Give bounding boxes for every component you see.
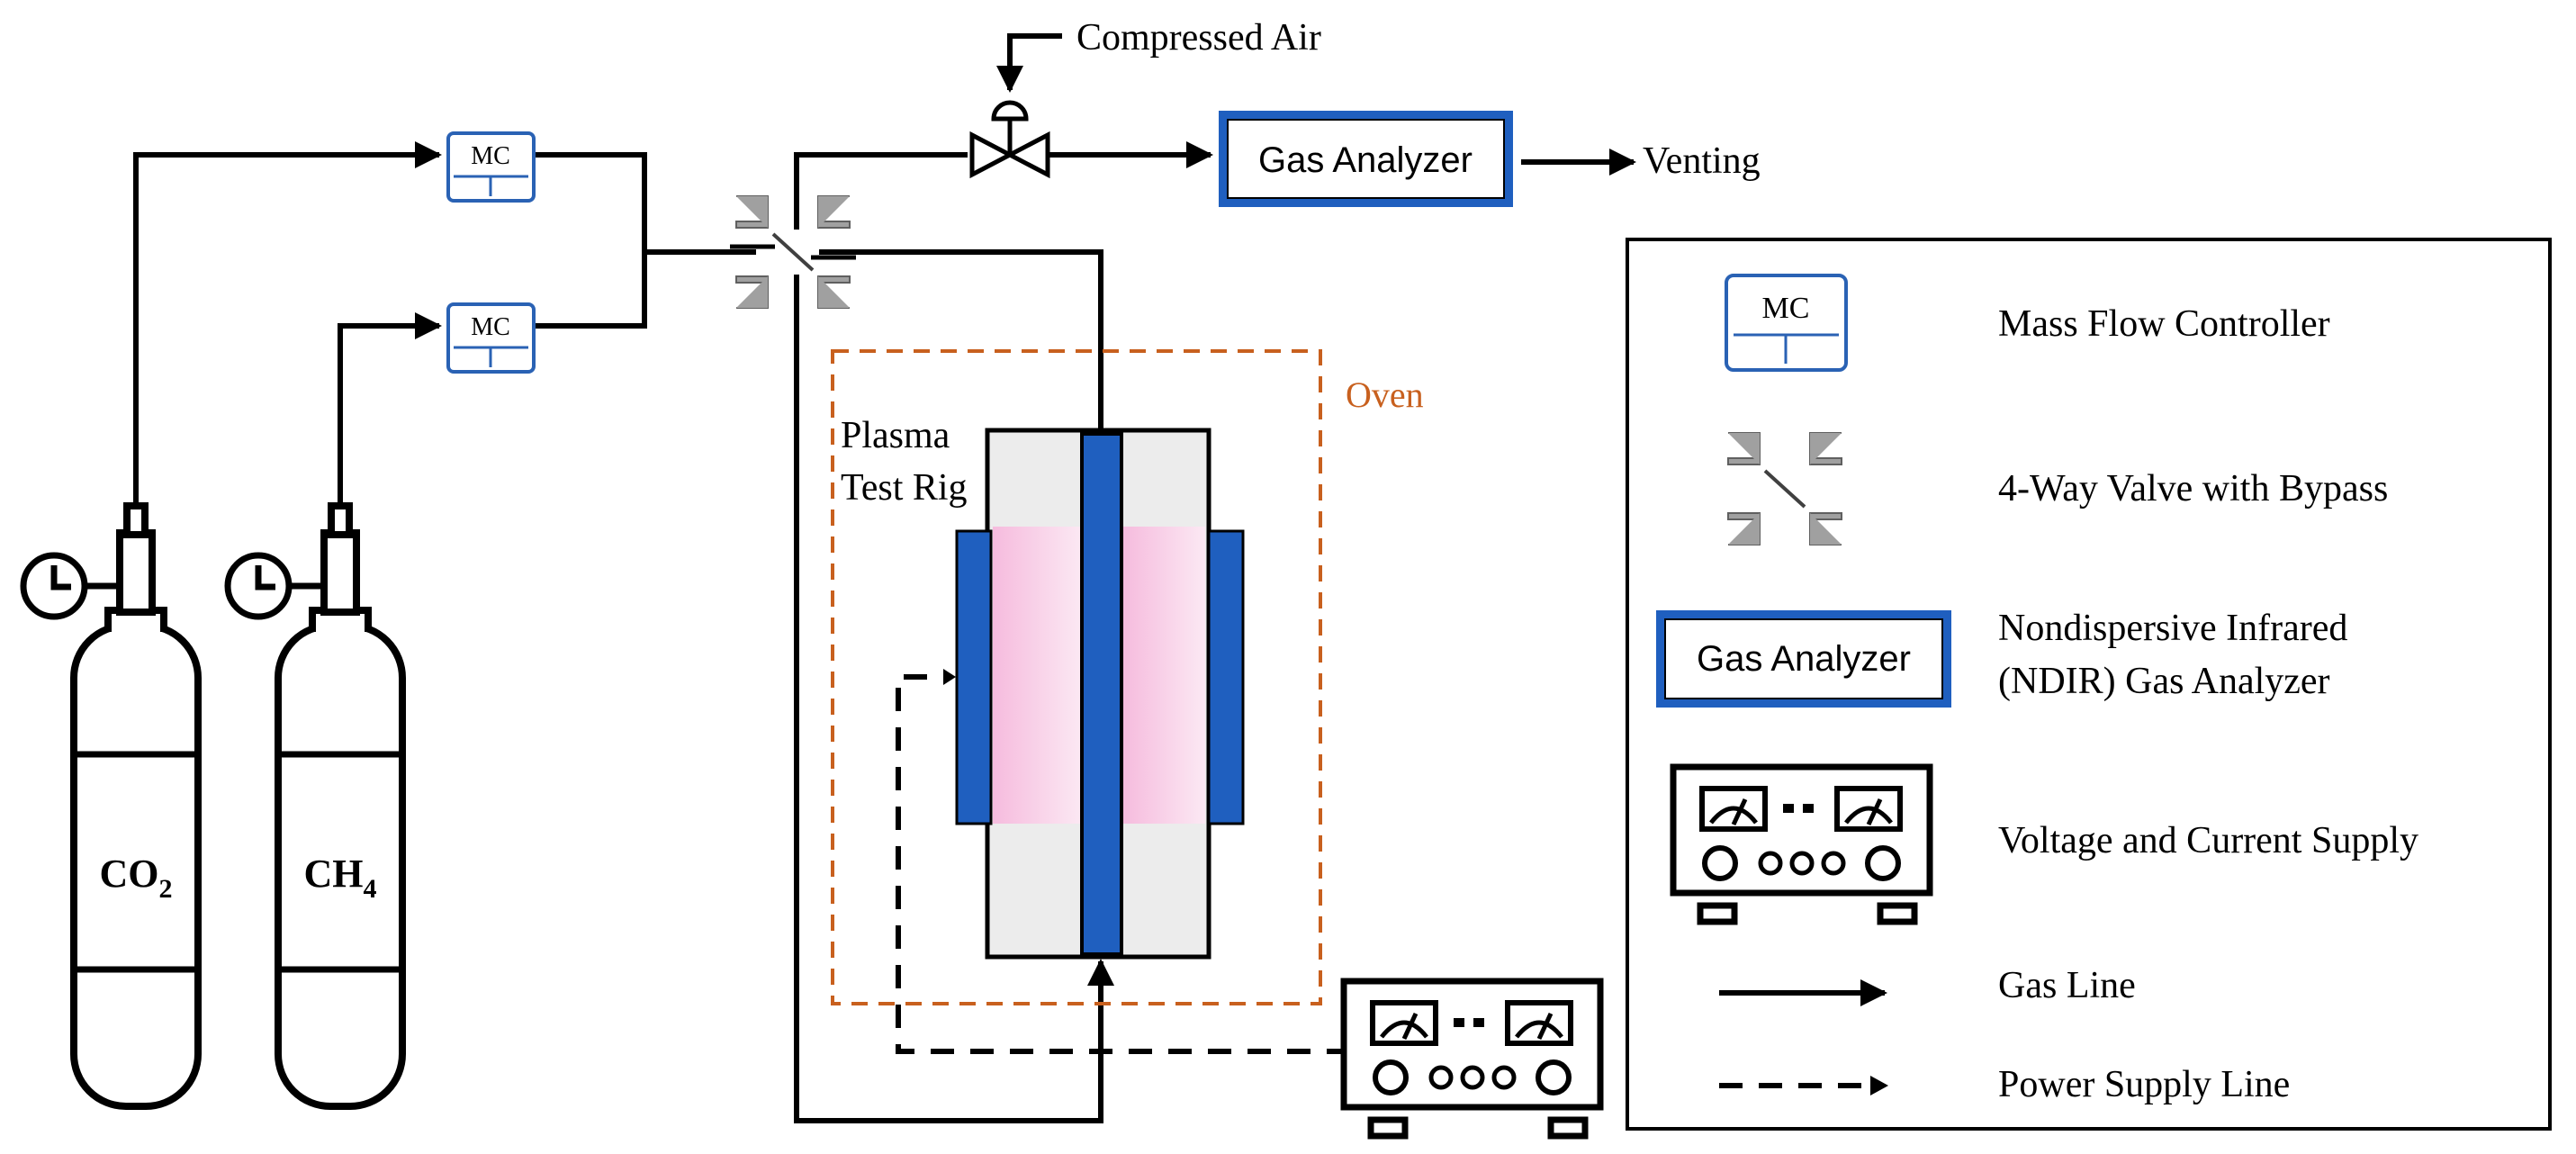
co2-formula: CO [100, 852, 159, 896]
venting-label: Venting [1643, 140, 1761, 182]
four-way-valve-icon [730, 195, 856, 309]
co2-pressure-gauge-icon [20, 552, 88, 620]
legend-four-way-valve-icon [1727, 432, 1842, 545]
ch4-subscript: 4 [364, 874, 377, 904]
outer-electrode-left [955, 529, 993, 825]
co2-label: CO2 [100, 852, 173, 904]
legend-dashed-arrow-icon [1719, 1076, 1888, 1095]
legend-analyzer-label-line1: Nondispersive Infrared [1998, 608, 2347, 649]
legend-power-line-label: Power Supply Line [1998, 1064, 2290, 1105]
power-supply-icon [1340, 978, 1604, 1140]
air-control-valve-icon [969, 100, 1050, 179]
plasma-zone-right [1123, 527, 1205, 824]
plasma-test-rig [955, 428, 1245, 960]
ch4-label: CH4 [304, 852, 377, 904]
legend-mfc-icon: MC [1725, 274, 1848, 372]
ch4-cylinder: CH4 [224, 502, 406, 1110]
power-supply-line [896, 674, 1350, 1054]
outer-electrode-right [1207, 529, 1245, 825]
mfc-merge-line [535, 152, 647, 329]
analyzer-feed-line [794, 152, 968, 230]
test-rig-label-line1: Plasma [841, 415, 950, 456]
plasma-zone-left [993, 527, 1082, 824]
ch4-gas-line [338, 312, 442, 506]
oven-boundary [831, 349, 1322, 1005]
legend-mfc-icon-text: MC [1762, 292, 1810, 325]
gas-analyzer: Gas Analyzer [1219, 111, 1513, 207]
legend: MC Mass Flow Controller 4-Way Valve with… [1626, 238, 2552, 1131]
compressed-air-label: Compressed Air [1076, 17, 1321, 59]
mfc-co2-label: MC [471, 142, 510, 170]
co2-gas-line [133, 141, 442, 506]
co2-subscript: 2 [159, 874, 173, 904]
mfc-ch4-label: MC [471, 313, 510, 341]
ch4-formula: CH [304, 852, 364, 896]
gas-lines [133, 33, 1636, 1123]
legend-gas-analyzer-icon-text: Gas Analyzer [1697, 639, 1911, 679]
legend-power-supply-icon [1670, 763, 1933, 925]
test-rig-label-line2: Test Rig [841, 467, 968, 509]
compressed-air-line [996, 33, 1062, 93]
reactor-inlet-line [819, 249, 1103, 434]
mfc-co2: MC [446, 131, 536, 203]
oven-label: Oven [1346, 374, 1424, 415]
ch4-pressure-gauge-icon [224, 552, 293, 620]
inner-electrode [1080, 432, 1123, 956]
legend-gas-analyzer-icon: Gas Analyzer [1656, 610, 1951, 708]
legend-valve-label: 4-Way Valve with Bypass [1998, 468, 2388, 509]
gas-analyzer-label: Gas Analyzer [1258, 140, 1473, 180]
reactor-return-line [794, 275, 1114, 1123]
co2-cylinder: CO2 [20, 502, 202, 1110]
mfc-ch4: MC [446, 302, 536, 374]
legend-power-supply-label: Voltage and Current Supply [1998, 820, 2418, 861]
legend-gas-line-label: Gas Line [1998, 965, 2136, 1006]
legend-mfc-label: Mass Flow Controller [1998, 303, 2330, 345]
legend-analyzer-label-line2: (NDIR) Gas Analyzer [1998, 661, 2330, 702]
